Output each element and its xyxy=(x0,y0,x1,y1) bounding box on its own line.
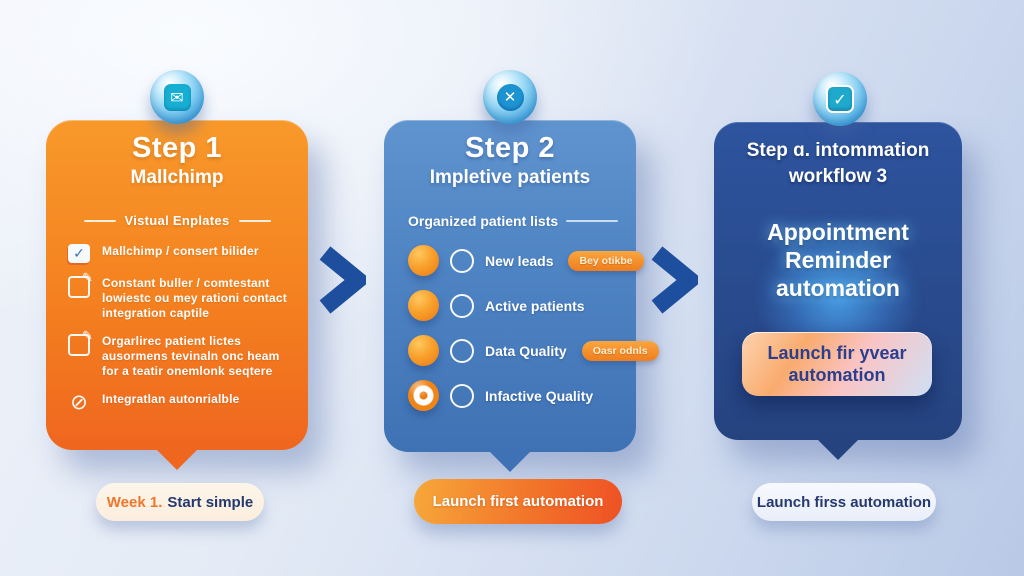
row-label: Active patients xyxy=(485,297,585,314)
arrow-right-icon xyxy=(319,246,366,314)
checklist-item-text: Integratlan autonrialble xyxy=(102,392,240,406)
step3-title-line1: Step ɑ. intommation xyxy=(746,140,930,161)
step3-title-line2: workflow 3 xyxy=(788,166,888,187)
checklist-item: ✎ Constant buller / comtestant lowiestc … xyxy=(68,271,292,321)
orange-dot-icon xyxy=(408,245,439,276)
row-label: New leads xyxy=(485,252,554,269)
list-row: Data Quality Oasr odnls xyxy=(408,335,659,366)
list-row: Active patients xyxy=(408,290,622,321)
slash-circle-icon: ⊘ xyxy=(70,390,88,414)
arrow-right-icon xyxy=(651,246,698,314)
radio-ring-icon xyxy=(450,293,474,318)
step2-rows: New leads Bey otikbe Active patients Dat… xyxy=(408,245,659,411)
row-label: Infactive Quality xyxy=(485,387,594,404)
divider-line xyxy=(566,220,618,222)
launch-button-line2: automation xyxy=(788,365,886,385)
row-badge: Oasr odnls xyxy=(581,340,659,361)
checklist-item-text: Constant buller / comtestant lowiestc ou… xyxy=(102,276,287,320)
launch-first-automation-secondary-button[interactable]: Launch firss automation xyxy=(752,483,936,521)
step2-card-tail xyxy=(489,451,531,472)
center-text-line2: Reminder xyxy=(784,247,892,273)
cross-icon: ✕ xyxy=(496,83,524,111)
radio-ring-icon xyxy=(450,383,474,408)
pencil-icon: ✎ xyxy=(82,329,93,344)
divider-line xyxy=(83,219,116,222)
list-row: Infactive Quality xyxy=(408,380,622,411)
edit-square-icon: ✎ xyxy=(68,329,93,356)
radio-ring-icon xyxy=(450,248,474,273)
checklist-item-text: Orgarlirec patient lictes ausormens tevi… xyxy=(102,334,280,378)
orange-dot-selected-icon xyxy=(408,380,439,411)
step1-card-tail xyxy=(156,449,198,470)
divider-line xyxy=(238,219,271,222)
row-badge: Bey otikbe xyxy=(568,250,644,271)
step2-subtitle: Impletive patients xyxy=(429,167,591,188)
week1-label-pill: Week 1. Start simple xyxy=(96,483,264,521)
email-sphere: ✉ xyxy=(150,70,204,124)
step1-checklist: ✓ Mallchimp / consert bilider ✎ Constant… xyxy=(68,244,292,413)
checkbox-checked-icon: ✓ xyxy=(68,244,90,263)
edit-square-icon-wrap: ✎ xyxy=(68,329,93,356)
checklist-item: ✎ Orgarlirec patient lictes ausormens te… xyxy=(68,329,292,379)
orange-dot-icon xyxy=(408,290,439,321)
launch-automation-button[interactable]: Launch fir yvear automation xyxy=(742,332,932,396)
step3-card: Step ɑ. intommation workflow 3 Appointme… xyxy=(714,122,962,460)
pencil-icon: ✎ xyxy=(82,271,93,286)
divider-label: Vistual Enplates xyxy=(124,213,230,228)
launch-first-automation-button[interactable]: Launch first automation xyxy=(414,479,622,524)
step1-card: Step 1 Mallchimp Vistual Enplates ✓ Mall… xyxy=(46,120,308,470)
checklist-item-text: Mallchimp / consert bilider xyxy=(102,244,259,258)
week1-text: Start simple xyxy=(167,493,254,511)
list-heading-label: Organized patient lists xyxy=(408,213,559,229)
step3-card-tail xyxy=(817,439,859,460)
row-label: Data Quality xyxy=(485,342,567,359)
list-row: New leads Bey otikbe xyxy=(408,245,644,276)
week1-prefix: Week 1. xyxy=(106,493,163,511)
check-sphere: ✓ xyxy=(813,72,867,126)
center-text-line1: Appointment xyxy=(767,219,909,245)
step2-list-heading: Organized patient lists xyxy=(408,213,618,229)
launch-button-line1: Launch fir yvear xyxy=(767,343,907,363)
envelope-icon: ✉ xyxy=(163,83,191,111)
step2-title: Step 2 xyxy=(464,132,556,164)
checklist-item: ⊘ Integratlan autonrialble xyxy=(68,392,292,413)
step1-divider: Vistual Enplates xyxy=(46,213,308,228)
center-text-line3: automation xyxy=(776,275,900,301)
step1-title: Step 1 xyxy=(131,132,223,164)
checklist-item: ✓ Mallchimp / consert bilider xyxy=(68,244,292,263)
edit-square-icon: ✎ xyxy=(68,271,93,298)
step2-card: Step 2 Impletive patients Organized pati… xyxy=(384,120,659,472)
cross-sphere: ✕ xyxy=(483,70,537,124)
check-icon: ✓ xyxy=(826,85,854,113)
radio-ring-icon xyxy=(450,338,474,363)
step3-title: Step ɑ. intommation workflow 3 xyxy=(714,138,962,190)
edit-square-icon-wrap: ✎ xyxy=(68,271,93,298)
step1-subtitle: Mallchimp xyxy=(130,167,224,188)
step3-center-text: Appointment Reminder automation xyxy=(714,218,962,302)
orange-dot-icon xyxy=(408,335,439,366)
